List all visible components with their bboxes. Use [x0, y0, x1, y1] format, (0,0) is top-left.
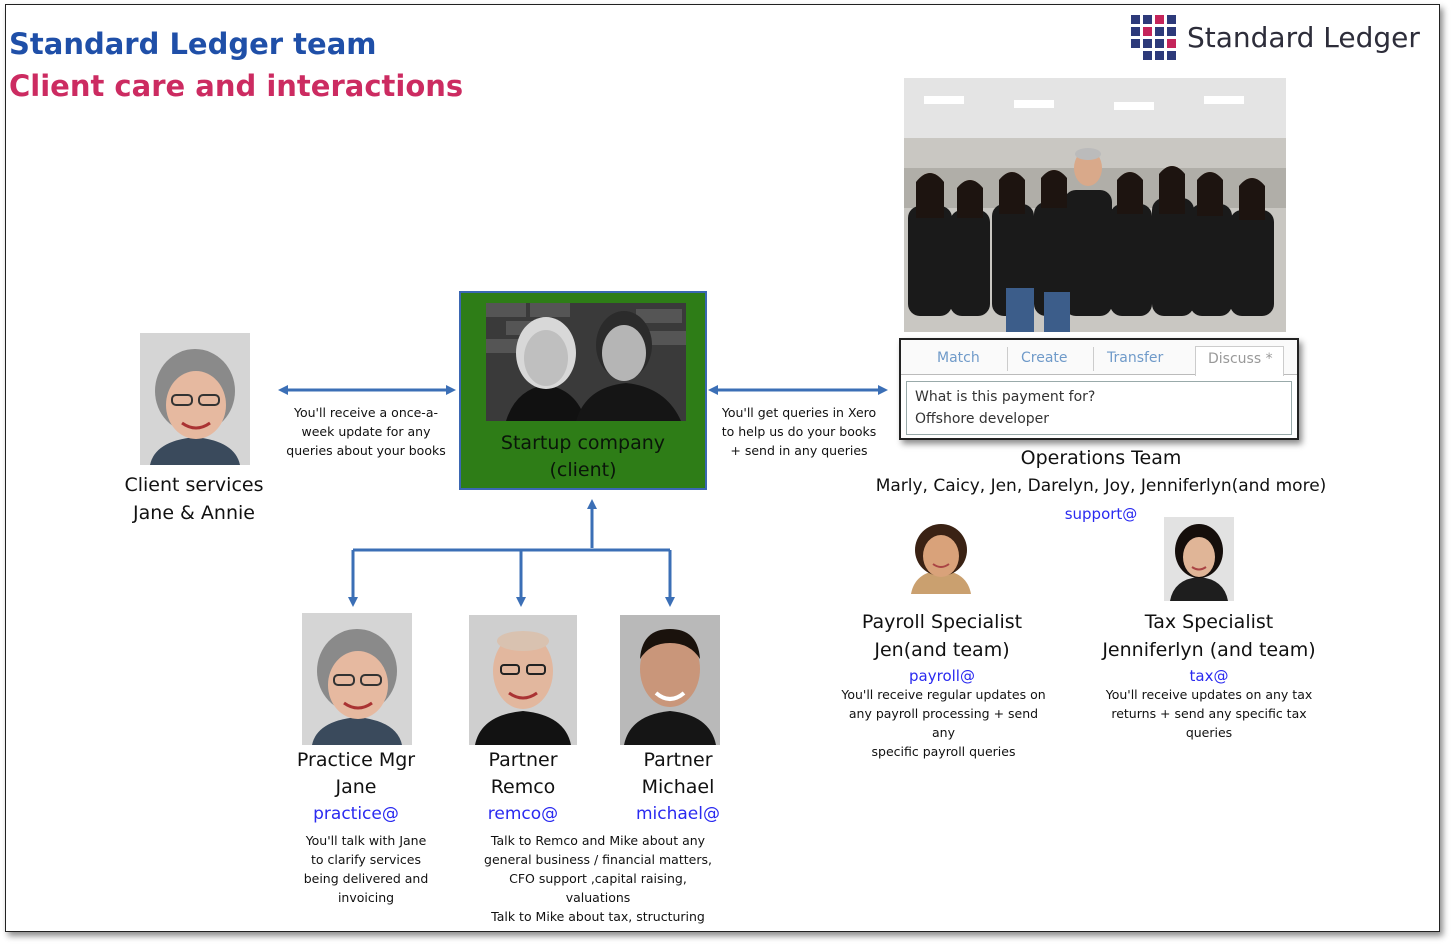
brand-logo: Standard Ledger — [1131, 11, 1437, 65]
operations-team-photo — [904, 78, 1286, 332]
practice-manager-photo — [302, 613, 412, 745]
logo-grid-icon — [1131, 15, 1179, 60]
slide-subtitle: Client care and interactions — [9, 69, 464, 103]
practice-note: You'll talk with Jane to clarify service… — [303, 833, 429, 905]
payroll-email[interactable]: payroll@ — [909, 667, 975, 685]
client-services-label: Client services Jane & Annie — [124, 474, 264, 524]
practice-email[interactable]: practice@ — [313, 804, 399, 824]
partner-remco-photo — [469, 615, 577, 745]
payroll-note: You'll receive regular updates on any pa… — [841, 687, 1046, 759]
client-box: Startup company (client) — [459, 291, 707, 490]
operations-note: You'll get queries in Xero to help us do… — [721, 405, 877, 458]
client-label: Startup company (client) — [500, 432, 666, 481]
connector-arrows — [278, 385, 888, 607]
tab-match[interactable]: Match — [937, 350, 980, 366]
xero-discuss-textarea[interactable]: What is this payment for? Offshore devel… — [906, 381, 1292, 435]
tax-email[interactable]: tax@ — [1189, 667, 1229, 685]
tax-note: You'll receive updates on any tax return… — [1105, 687, 1313, 740]
logo-text: Standard Ledger — [1187, 21, 1420, 54]
tab-transfer[interactable]: Transfer — [1107, 350, 1164, 366]
tab-discuss[interactable]: Discuss * — [1195, 346, 1284, 376]
tax-label: Tax Specialist Jenniferlyn (and team) ta… — [1086, 608, 1332, 688]
practice-label: Practice Mgr Jane practice@ — [276, 747, 436, 827]
xero-query-panel: Match Create Transfer Discuss * What is … — [899, 338, 1299, 440]
operations-label: Operations Team Marly, Caicy, Jen, Darel… — [866, 444, 1336, 528]
partner-michael-photo — [620, 615, 720, 745]
partners-note: Talk to Remco and Mike about any general… — [484, 833, 712, 924]
remco-label: Partner Remco remco@ — [443, 747, 603, 827]
xero-tab-bar: Match Create Transfer Discuss * — [901, 340, 1297, 376]
slide: Standard Ledger team Client care and int… — [5, 4, 1440, 932]
client-services-photo — [140, 333, 250, 465]
payroll-label: Payroll Specialist Jen(and team) payroll… — [842, 608, 1042, 688]
slide-title: Standard Ledger team — [9, 27, 377, 61]
support-email[interactable]: support@ — [1064, 505, 1138, 523]
michael-label: Partner Michael michael@ — [598, 747, 758, 827]
tax-specialist-photo — [1164, 517, 1234, 601]
michael-email[interactable]: michael@ — [635, 804, 720, 824]
tab-create[interactable]: Create — [1021, 350, 1068, 366]
operations-members: Marly, Caicy, Jen, Darelyn, Joy, Jennife… — [875, 476, 1327, 496]
payroll-specialist-photo — [903, 520, 979, 594]
client-services-note: You'll receive a once-a- week update for… — [286, 405, 446, 458]
client-founders-photo — [486, 303, 686, 421]
remco-email[interactable]: remco@ — [487, 804, 559, 824]
